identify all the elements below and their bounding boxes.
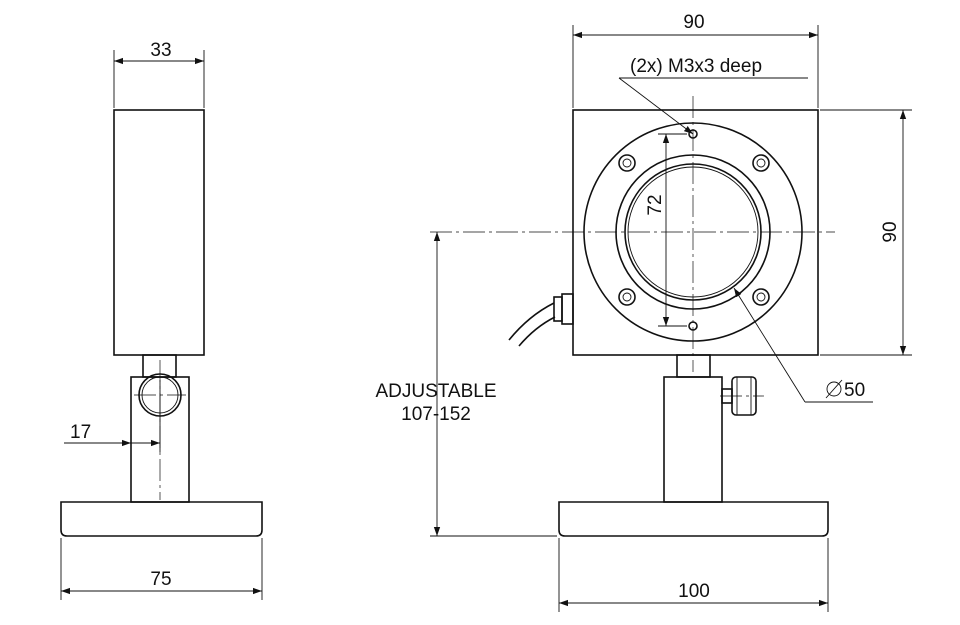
front-pillar (663, 376, 723, 503)
dim-front-width: 90 (683, 12, 704, 33)
ring-screws (618, 154, 770, 306)
screw-icon (618, 288, 636, 306)
front-head (572, 109, 819, 356)
dim-hole-spacing: 72 (645, 194, 666, 215)
hole-note: (2x) M3x3 deep (630, 56, 762, 77)
screw-icon (752, 154, 770, 172)
diameter-icon (825, 379, 843, 399)
side-view: 33 17 75 (60, 40, 263, 600)
screw-icon (618, 154, 636, 172)
dim-side-width: 33 (150, 40, 171, 61)
front-base (558, 501, 829, 537)
dim-side-offset: 17 (70, 422, 91, 443)
cable (508, 293, 574, 347)
front-post-stub (676, 354, 711, 378)
height-range-value: 107-152 (401, 404, 471, 425)
dim-side-base: 75 (150, 569, 171, 590)
side-base (60, 501, 263, 537)
side-head (113, 109, 205, 356)
front-view: 90 90 (2x) M3x3 deep 72 50 ADJUSTABLE 10… (375, 12, 912, 612)
screw-icon (752, 288, 770, 306)
lock-knob-icon (720, 376, 764, 416)
dim-aperture: 50 (844, 380, 865, 401)
dim-front-base: 100 (678, 581, 710, 602)
dim-front-height: 90 (880, 221, 901, 242)
height-range-label: ADJUSTABLE (375, 381, 496, 402)
